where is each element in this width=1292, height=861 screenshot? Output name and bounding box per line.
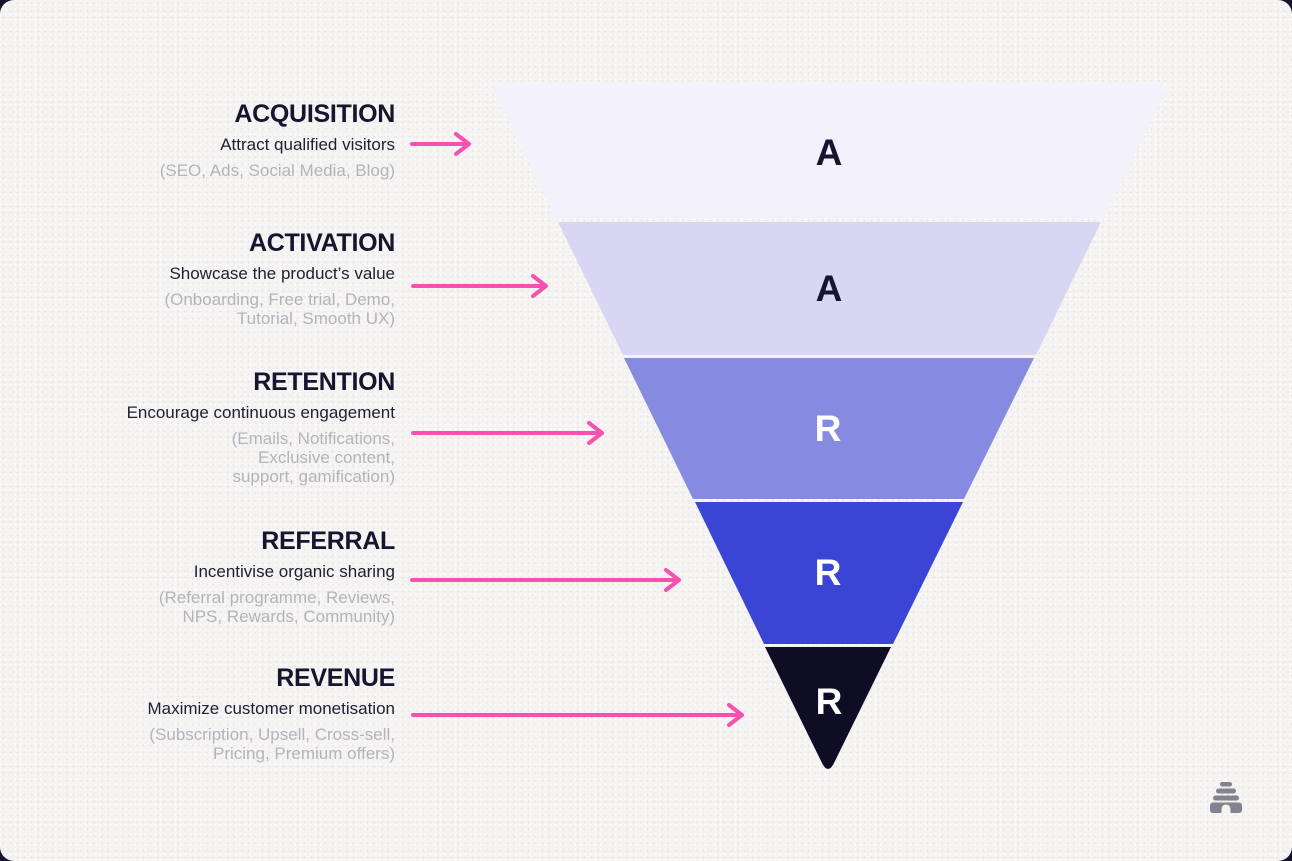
stage-description: Maximize customer monetisation xyxy=(147,699,395,718)
funnel-letter-activation: A xyxy=(816,268,843,309)
stage-tactics: (Onboarding, Free trial, Demo, Tutorial,… xyxy=(164,290,395,328)
arrow-acquisition xyxy=(410,132,471,156)
arrow-head-icon xyxy=(664,568,681,592)
funnel-segment-activation xyxy=(558,222,1101,355)
stage-label-revenue: REVENUE Maximize customer monetisation (… xyxy=(147,664,395,764)
arrow-activation xyxy=(411,274,548,298)
funnel-segment-retention xyxy=(624,358,1034,499)
stage-label-activation: ACTIVATION Showcase the product’s value … xyxy=(164,229,395,329)
stage-title: ACQUISITION xyxy=(234,100,395,128)
stage-description: Attract qualified visitors xyxy=(220,135,395,154)
beehive-logo-icon xyxy=(1210,782,1242,813)
beehive-door xyxy=(1221,804,1231,813)
funnel-letter-retention: R xyxy=(815,408,842,449)
funnel-letter-acquisition: A xyxy=(816,132,843,173)
funnel-letter-referral: R xyxy=(815,552,842,593)
funnel-segment-acquisition xyxy=(494,83,1167,219)
arrow-referral xyxy=(410,568,681,592)
stage-title: RETENTION xyxy=(253,368,395,396)
stage-description: Incentivise organic sharing xyxy=(193,562,395,581)
funnel-segment-referral xyxy=(695,502,963,644)
funnel-letter-revenue: R xyxy=(816,681,843,722)
stage-description: Showcase the product’s value xyxy=(169,264,395,283)
stage-tactics: (Subscription, Upsell, Cross-sell, Prici… xyxy=(149,725,395,763)
stage-description: Encourage continuous engagement xyxy=(126,403,395,422)
stage-title: ACTIVATION xyxy=(248,229,395,257)
arrow-retention xyxy=(411,421,604,445)
stage-tactics: (Emails, Notifications, Exclusive conten… xyxy=(231,429,395,486)
arrow-head-icon xyxy=(727,703,744,727)
stage-tactics: (Referral programme, Reviews, NPS, Rewar… xyxy=(158,588,395,626)
arrow-head-icon xyxy=(587,421,604,445)
stage-tactics: (SEO, Ads, Social Media, Blog) xyxy=(159,161,395,180)
stage-label-retention: RETENTION Encourage continuous engagemen… xyxy=(126,368,396,487)
funnel-segment-revenue xyxy=(765,647,891,769)
stage-title: REVENUE xyxy=(276,664,395,692)
arrow-head-icon xyxy=(454,132,471,156)
arrow-head-icon xyxy=(531,274,548,298)
stage-label-referral: REFERRAL Incentivise organic sharing (Re… xyxy=(158,527,395,627)
stage-title: REFERRAL xyxy=(261,527,395,555)
stage-label-acquisition: ACQUISITION Attract qualified visitors (… xyxy=(159,100,396,181)
arrow-revenue xyxy=(411,703,744,727)
